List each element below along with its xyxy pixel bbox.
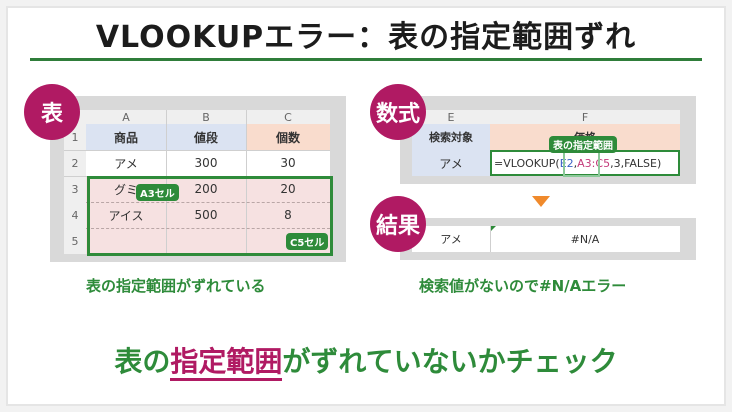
header-cell-quantity: 個数 [246, 124, 330, 150]
selected-range-box [87, 176, 333, 256]
col-header-f: F [490, 110, 680, 124]
formula-func: =VLOOKUP( [494, 156, 560, 170]
cell-b5 [166, 228, 246, 254]
c5-cell-tag: C5セル [286, 233, 329, 250]
grid-line [86, 228, 330, 230]
cell-c3: 20 [246, 176, 330, 202]
formula-comma: , [573, 156, 578, 170]
arrow-down-icon [532, 196, 550, 207]
formula-badge: 数式 [370, 84, 426, 140]
cell-b2: 300 [166, 150, 246, 176]
result-cell: #N/A [490, 226, 680, 252]
cell-a2: アメ [86, 150, 166, 176]
result-caption: 検索値がないので#N/Aエラー [419, 277, 627, 295]
cell-b4: 500 [166, 202, 246, 228]
header-cell-search-target: 検索対象 [412, 124, 490, 150]
cell-c2: 30 [246, 150, 330, 176]
col-header-a: A [86, 110, 166, 124]
row-header-5: 5 [64, 228, 86, 254]
formula-range-ref: A3:C5 [577, 156, 611, 170]
grid-line [64, 150, 330, 151]
cell-b3: 200 [166, 176, 246, 202]
page-title: VLOOKUPエラー：表の指定範囲ずれ [95, 20, 637, 55]
cell-a4: アイス [86, 202, 166, 228]
title-underline [30, 58, 702, 61]
search-value-cell: アメ [412, 150, 490, 176]
range-tooltip: 表の指定範囲 [549, 136, 617, 153]
bottom-message: 表の指定範囲がずれていないかチェック [0, 340, 732, 381]
row-header-2: 2 [64, 150, 86, 176]
col-header-b: B [166, 110, 246, 124]
grid-line [166, 110, 167, 254]
col-header-e: E [412, 110, 490, 124]
header-cell-product: 商品 [86, 124, 166, 150]
row-header-4: 4 [64, 202, 86, 228]
header-cell-price: 値段 [166, 124, 246, 150]
table-badge: 表 [24, 84, 80, 140]
a3-cell-tag: A3セル [136, 184, 179, 201]
grid-line [86, 202, 330, 204]
bottom-message-part3: がずれていないかチェック [282, 345, 618, 378]
row-header-3: 3 [64, 176, 86, 202]
cell-c4: 8 [246, 202, 330, 228]
bottom-message-part1: 表の [114, 345, 171, 378]
cell-a5 [86, 228, 166, 254]
result-badge: 結果 [370, 196, 426, 252]
table-caption: 表の指定範囲がずれている [86, 277, 266, 295]
grid-line [246, 110, 247, 254]
error-indicator-icon [490, 226, 496, 232]
grid-line [490, 226, 491, 252]
bottom-message-emphasis: 指定範囲 [170, 345, 283, 381]
formula-args: ,3,FALSE) [610, 156, 662, 170]
col-header-c: C [246, 110, 330, 124]
range-highlight-box [563, 151, 600, 177]
